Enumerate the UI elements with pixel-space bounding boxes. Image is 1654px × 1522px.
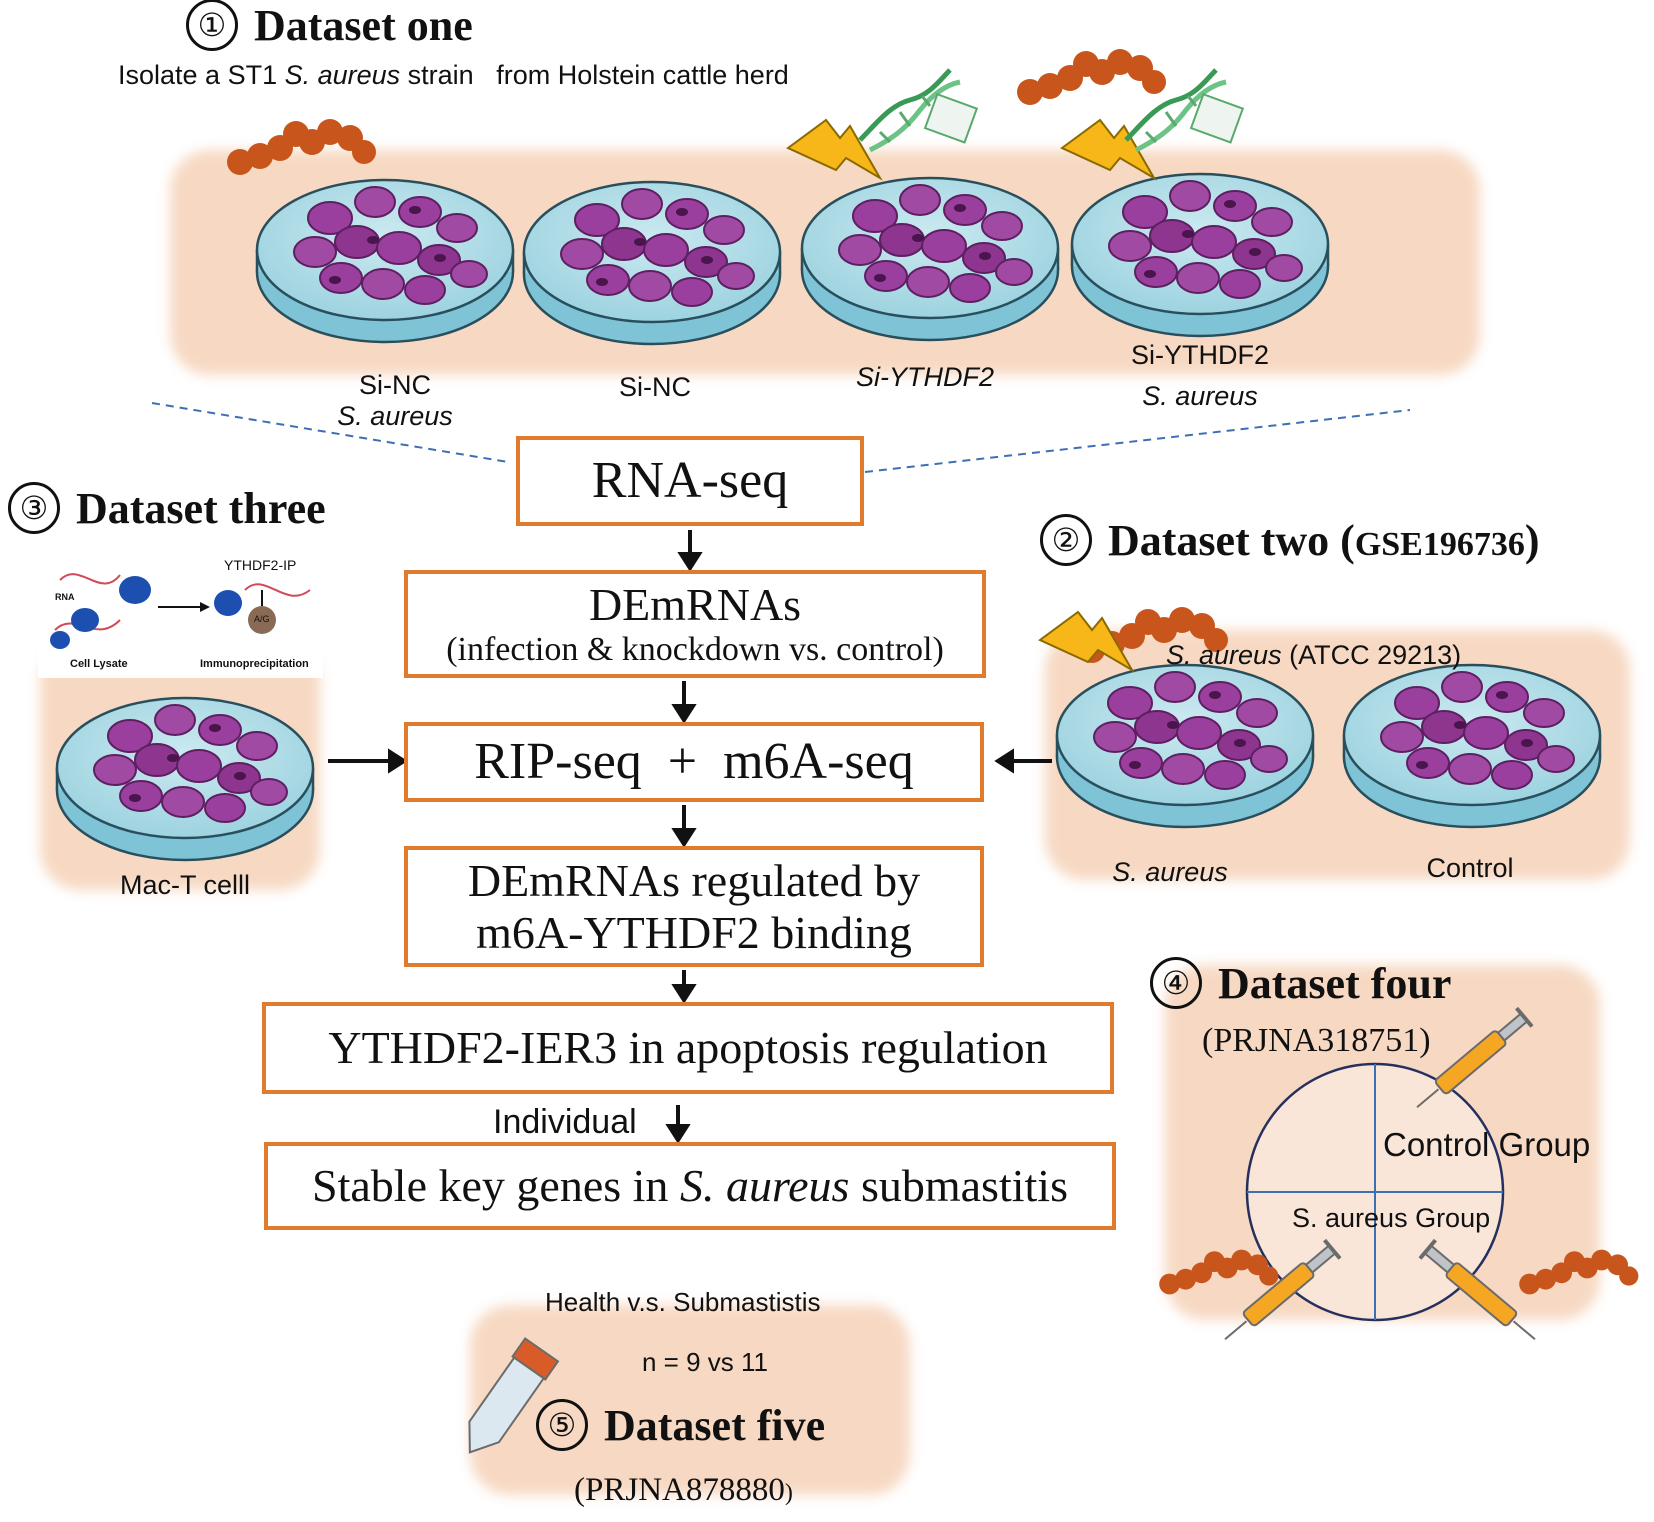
sample-size-label: n = 9 vs 11	[642, 1347, 768, 1377]
accession-text: (PRJNA878880	[574, 1472, 785, 1508]
saureus-group-label: S. aureus Group	[1292, 1203, 1491, 1233]
inset-left-caption: Cell Lysate	[70, 658, 128, 670]
bacteria-chain-icon	[1017, 49, 1166, 105]
rna-seq-box: RNA-seq	[516, 436, 864, 526]
petri-dish-icon	[1057, 665, 1313, 827]
dish-label: Si-NC	[580, 372, 730, 403]
dish-label: Si-YTHDF2 S. aureus	[1110, 340, 1290, 412]
rip-m6a-box: RIP-seq + m6A-seq	[404, 722, 984, 802]
rip-m6a-label: RIP-seq + m6A-seq	[474, 732, 914, 790]
stable-text: submastitis	[849, 1160, 1068, 1211]
rip-inset-illustration	[38, 553, 323, 678]
petri-dish-icon	[57, 698, 313, 860]
bacteria-chain-icon	[1519, 1249, 1639, 1295]
subtitle-text: Isolate a ST1	[118, 60, 285, 90]
dataset-five-accession: (PRJNA878880)	[574, 1472, 793, 1509]
dish-label-line1: Si-NC	[619, 372, 691, 402]
dataset-four-accession: (PRJNA318751)	[1202, 1022, 1431, 1059]
inset-right-caption: Immunoprecipitation	[200, 658, 309, 670]
dashed-connector-right	[864, 409, 1411, 473]
petri-dish-icon	[1344, 665, 1600, 827]
lightning-bolt-icon	[787, 119, 881, 179]
ythdf2-ier3-box: YTHDF2-IER3 in apoptosis regulation	[262, 1002, 1114, 1094]
inset-ip-label: YTHDF2-IP	[224, 557, 297, 573]
cell-line-label: Mac-T celll	[119, 870, 251, 900]
dashed-connector-left	[151, 402, 509, 463]
dish-label: S. aureus	[1112, 857, 1228, 887]
bacteria-chain-icon	[1159, 1249, 1279, 1295]
petri-dish-icon	[257, 180, 513, 342]
dataset-number: ④	[1150, 956, 1202, 1009]
rna-seq-label: RNA-seq	[591, 451, 789, 509]
dataset-one-title: Dataset one	[254, 1, 473, 50]
dataset-five-heading: ⑤ Dataset five	[536, 1398, 826, 1456]
dish-label-line2: S. aureus	[337, 401, 453, 431]
petri-dish-icon	[802, 178, 1058, 340]
individual-label: Individual	[493, 1103, 637, 1141]
dataset-three-title: Dataset three	[76, 484, 326, 533]
bacteria-chain-icon	[227, 119, 376, 175]
dataset-one-heading: ① Dataset one	[186, 0, 473, 56]
demrnas-label: DEmRNAs	[588, 579, 802, 631]
dataset-four-title: Dataset four	[1218, 959, 1452, 1008]
flow-arrows	[328, 530, 1052, 1144]
dataset-number: ③	[8, 481, 60, 534]
dataset-four-heading: ④ Dataset four	[1150, 956, 1452, 1014]
strain-rest: (ATCC 29213)	[1281, 640, 1462, 670]
strain-species: S. aureus	[1166, 640, 1282, 670]
dish-label: Si-YTHDF2	[840, 362, 1010, 393]
petri-dish-icon	[1072, 174, 1328, 336]
dataset-two-heading: ② Dataset two (GSE196736)	[1040, 513, 1540, 571]
dataset-two-title-close: )	[1524, 516, 1540, 565]
inset-rna-label: RNA	[55, 592, 75, 602]
control-group-label: Control Group	[1383, 1126, 1591, 1163]
regulated-line1: DEmRNAs regulated by	[467, 854, 921, 906]
petri-dish-icon	[524, 182, 780, 344]
dish-label-line1: Si-YTHDF2	[855, 362, 994, 392]
dna-helix-icon	[860, 70, 977, 150]
accession-close: )	[784, 1480, 793, 1506]
ythdf2-ier3-label: YTHDF2-IER3 in apoptosis regulation	[328, 1022, 1048, 1074]
dataset-five-panel	[470, 1305, 910, 1495]
dataset-three-heading: ③ Dataset three	[8, 481, 326, 539]
dataset-two-accession: GSE196736	[1354, 526, 1525, 563]
dish-label-line1: Si-YTHDF2	[1130, 340, 1269, 370]
dataset-one-subtitle: Isolate a ST1 S. aureus strain from Hols…	[118, 60, 789, 91]
subtitle-species: S. aureus	[284, 60, 401, 90]
dataset-five-title: Dataset five	[604, 1401, 826, 1450]
strain-label: S. aureus (ATCC 29213)	[1166, 640, 1461, 671]
dish-label-line1: Si-NC	[359, 370, 431, 400]
dataset-number: ①	[186, 0, 238, 51]
dish-label-line2: S. aureus	[1142, 381, 1258, 411]
dataset-number: ②	[1040, 513, 1092, 566]
stable-key-genes-box: Stable key genes in S. aureus submastiti…	[264, 1142, 1116, 1230]
sample-tube-icon	[468, 1337, 560, 1454]
stable-text: Stable key genes in	[312, 1160, 680, 1211]
subtitle-text: strain from Holstein cattle herd	[400, 60, 789, 90]
regulated-line2: m6A-YTHDF2 binding	[476, 906, 912, 958]
inset-ag-label: A/G	[254, 614, 270, 624]
comparison-label: Health v.s. Submastistis	[545, 1287, 821, 1317]
dataset-number: ⑤	[536, 1398, 588, 1451]
demrnas-box: DEmRNAs(infection & knockdown vs. contro…	[404, 570, 986, 678]
stable-species: S. aureus	[679, 1160, 850, 1211]
dataset-two-title: Dataset two (	[1108, 516, 1355, 565]
demrnas-sublabel: (infection & knockdown vs. control)	[446, 630, 944, 668]
dish-label: Control	[1426, 853, 1514, 883]
